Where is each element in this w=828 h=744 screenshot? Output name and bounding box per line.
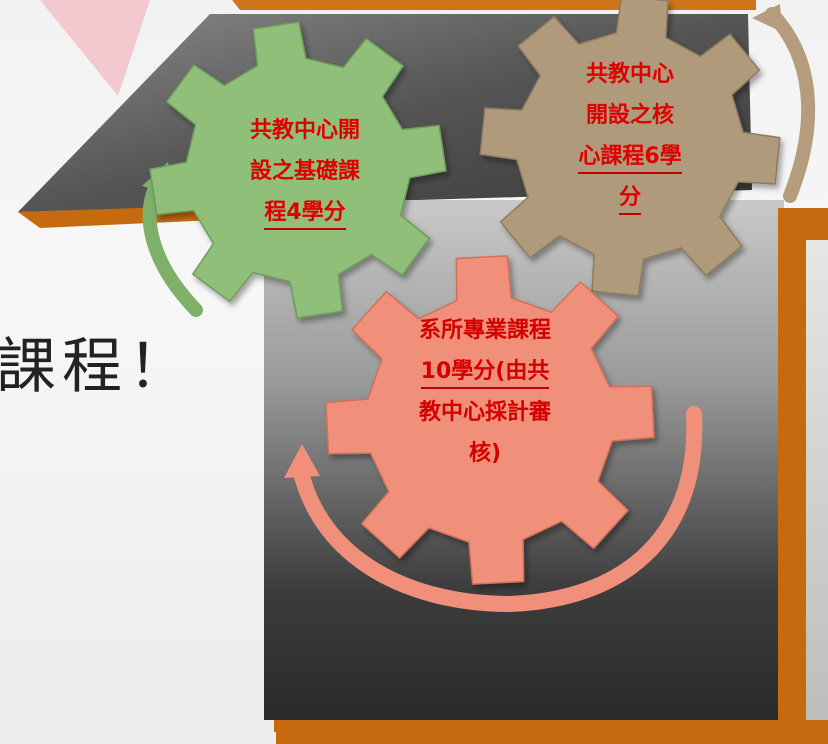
gear-core-courses (479, 0, 781, 297)
gear-dept-line1: 系所專業課程 (418, 318, 551, 343)
decor-pink-triangle (40, 0, 150, 96)
gear-basic-courses (149, 21, 447, 319)
gear-core-line1: 共教中心 (585, 62, 674, 87)
gear-core-label: 共教中心 開設之核 心課程6學 分 (530, 54, 730, 218)
gear-shape (479, 0, 781, 297)
right-wing-panel (806, 240, 828, 720)
gear-core-line2: 開設之核 (585, 103, 674, 128)
gear-department-courses (325, 255, 655, 585)
gear-dept-line2: 10學分(由共 (420, 357, 550, 389)
roof-orange-edge (232, 0, 756, 10)
arrow-right-tan (752, 4, 816, 203)
gear-shape (325, 255, 655, 585)
gear-core-line4: 分 (618, 183, 641, 215)
gear-basic-label: 共教中心開 設之基礎課 程4學分 (200, 110, 410, 233)
arrow-bottom-coral (284, 406, 703, 613)
gear-shape (149, 21, 447, 319)
gear-dept-line3: 教中心採計審 (418, 400, 551, 425)
gear-basic-line3: 程4學分 (264, 198, 346, 230)
gear-dept-line4: 核) (468, 441, 502, 466)
gear-dept-label: 系所專業課程 10學分(由共 教中心採計審 核) (380, 310, 590, 474)
gear-basic-line2: 設之基礎課 (249, 159, 360, 184)
gear-core-line3: 心課程6學 (578, 142, 682, 174)
building-bottom-edge (274, 720, 744, 732)
gear-basic-line1: 共教中心開 (249, 118, 360, 143)
slide-heading-fragment: 課程！ (0, 332, 194, 402)
